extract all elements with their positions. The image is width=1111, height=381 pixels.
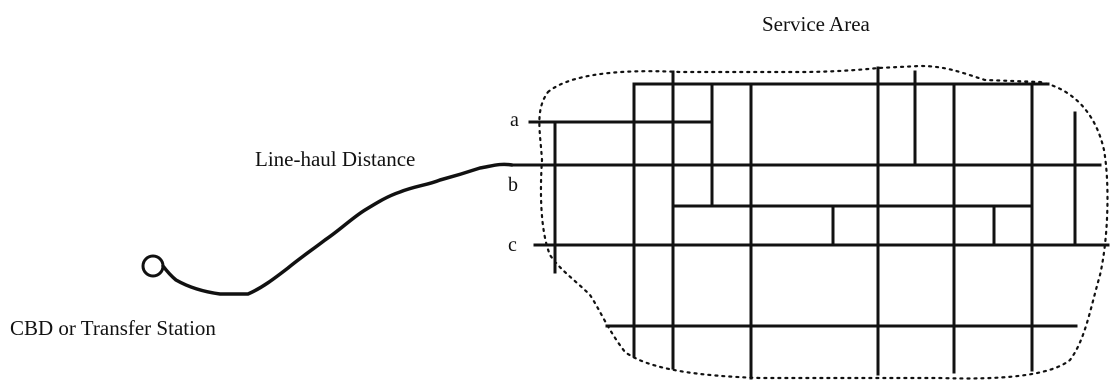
service-area-label: Service Area	[762, 12, 870, 36]
entry-point-a-label: a	[510, 109, 519, 131]
service-area-boundary	[538, 64, 1109, 380]
line-haul-route	[161, 162, 514, 296]
line-haul-distance-label: Line-haul Distance	[255, 147, 416, 171]
entry-point-b-label: b	[508, 174, 518, 196]
street-network	[510, 66, 1110, 380]
cbd-transfer-station-label: CBD or Transfer Station	[10, 316, 216, 340]
entry-point-c-label: c	[508, 234, 517, 256]
cbd-station-marker	[141, 254, 165, 278]
